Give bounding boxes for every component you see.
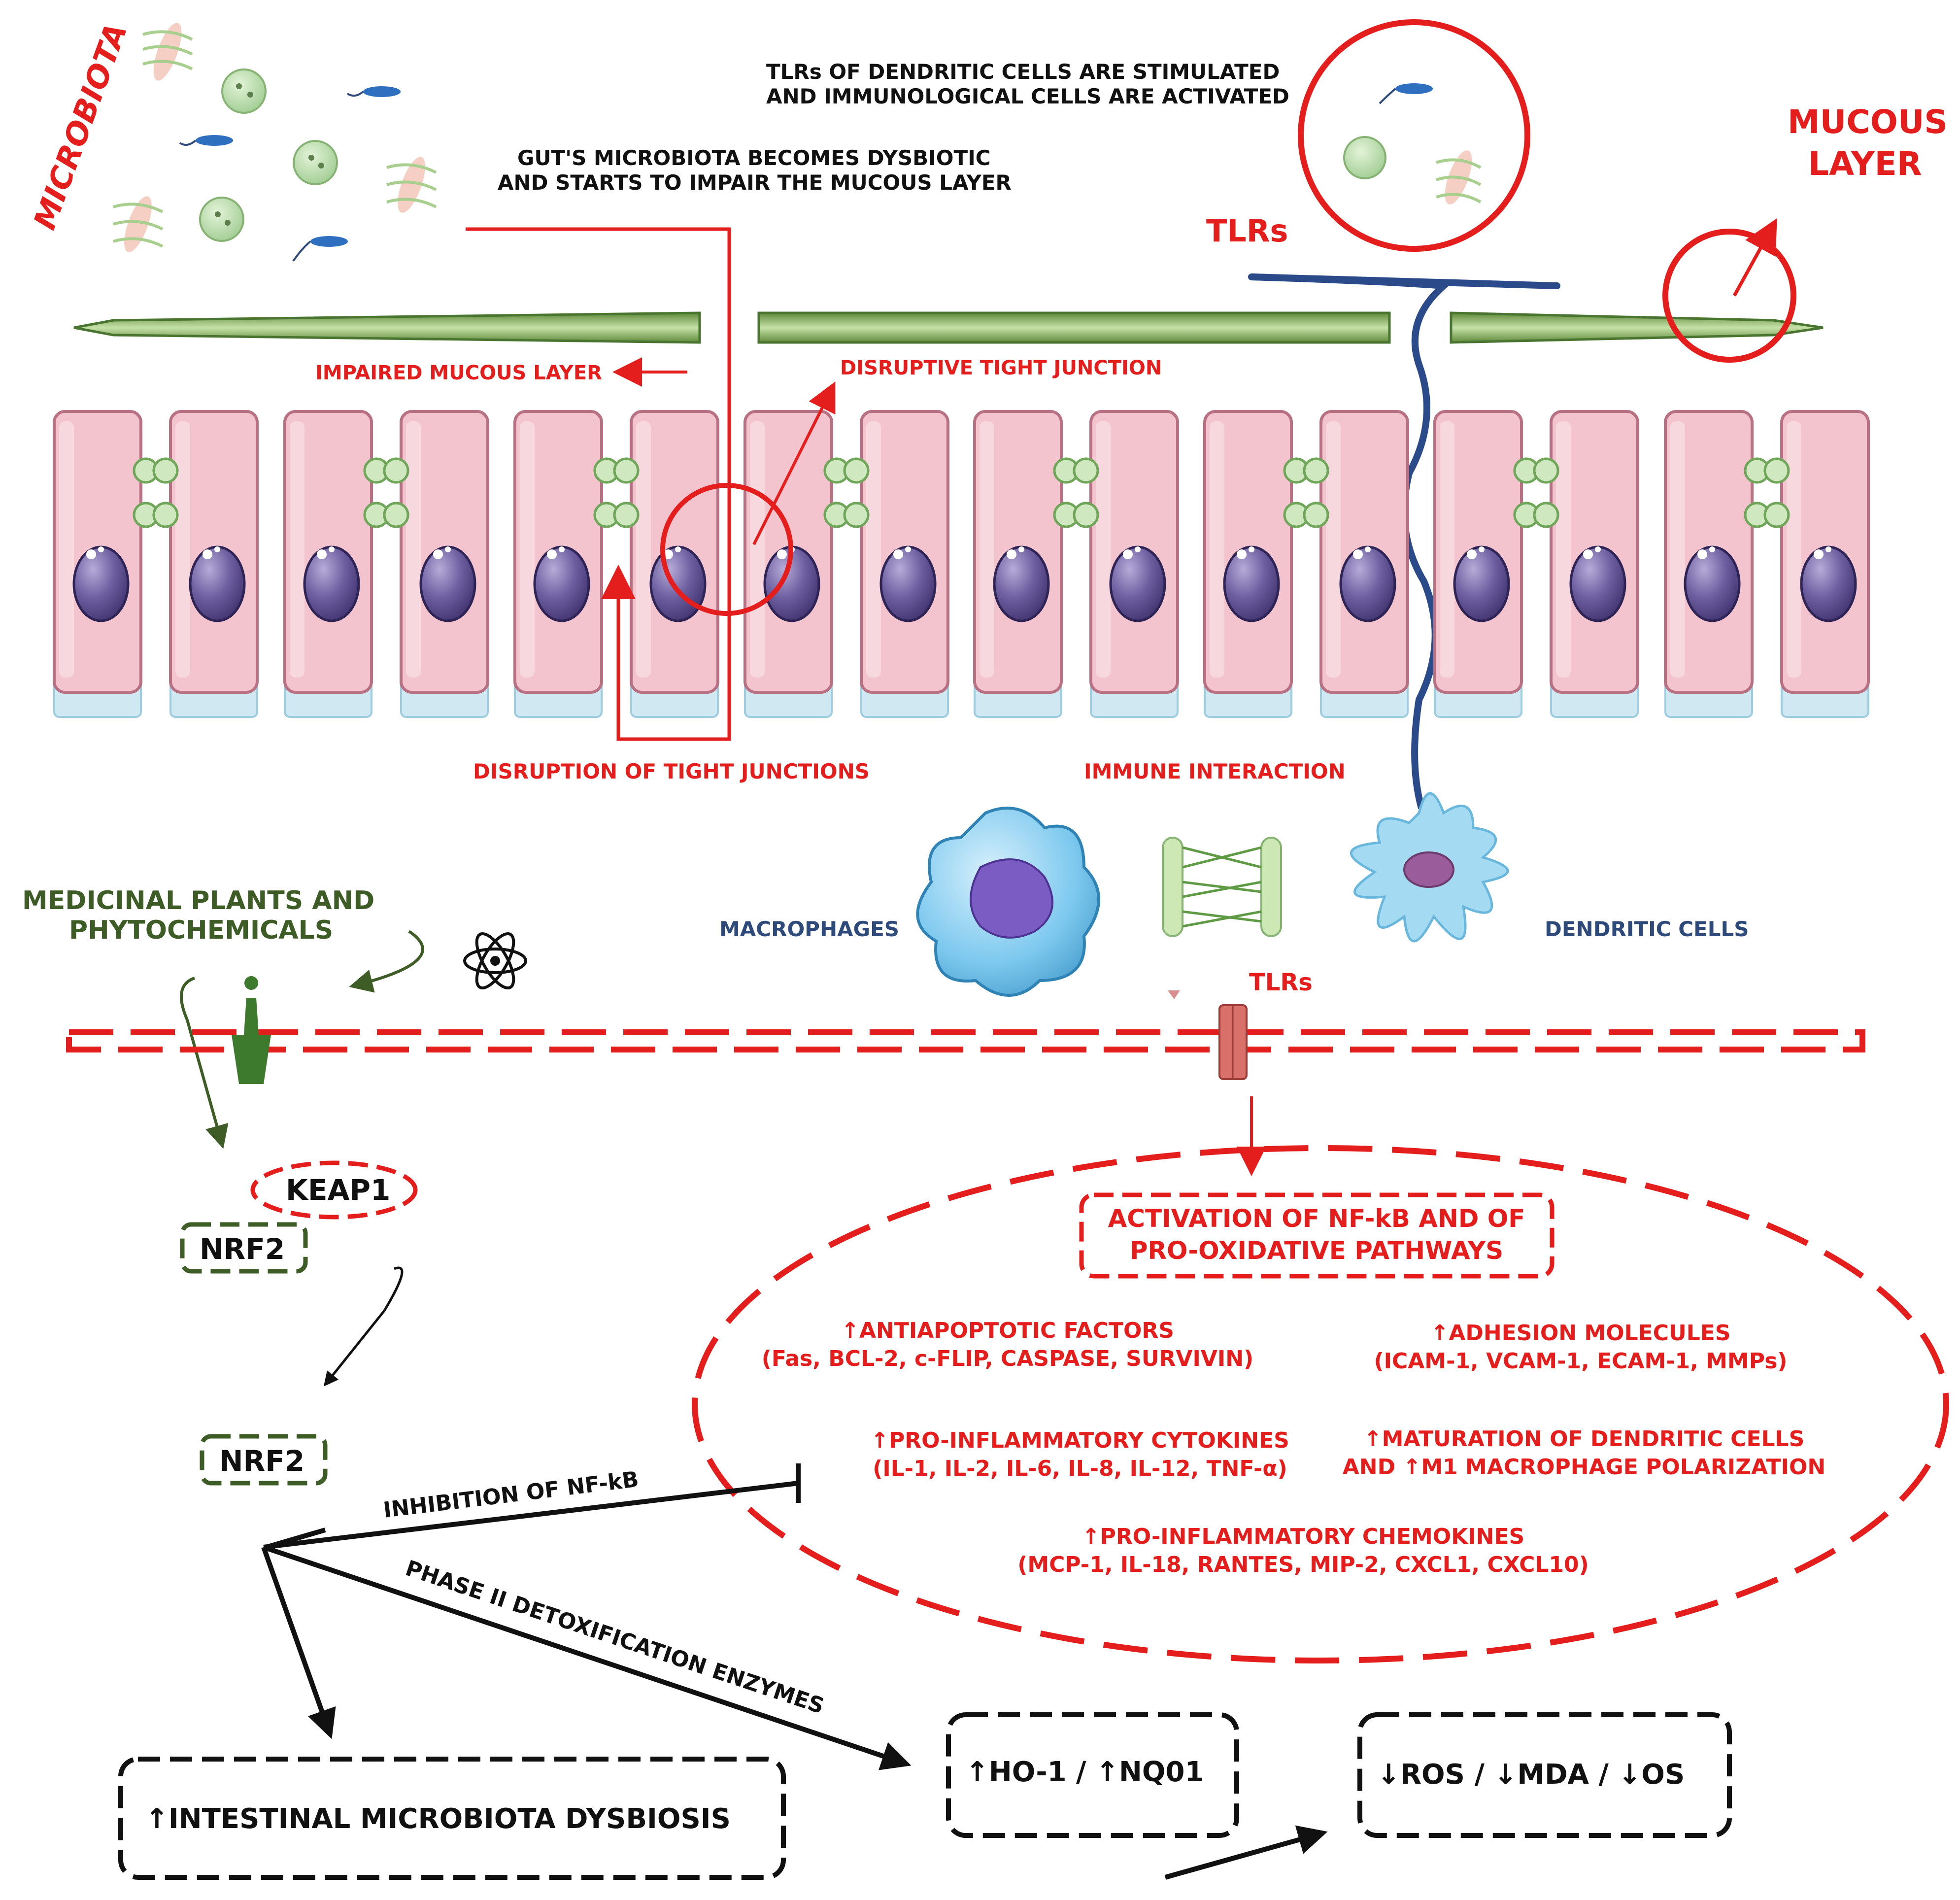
atom-icon: [463, 932, 527, 990]
epithelial-cell: [400, 410, 489, 718]
nrf2-effect-arrows: [261, 1463, 1328, 1880]
epithelial-cell: [1550, 410, 1639, 718]
nrf2-translocation-arrow: [323, 1266, 404, 1387]
antiapoptotic-line2: (Fas, BCL-2, c-FLIP, CASPASE, SURVIVIN): [762, 1346, 1253, 1371]
macrophages-label: MACROPHAGES: [719, 917, 899, 941]
epithelial-cell: [860, 410, 949, 718]
mucous-zoom-circle: [1662, 218, 1796, 363]
macrophage-icon: [916, 807, 1100, 997]
phase2-label: PHASE II DETOXIFICATION ENZYMES: [403, 1556, 828, 1719]
microbiota-group: MICROBIOTA: [26, 18, 437, 262]
cytokines-line1: ↑PRO-INFLAMMATORY CYTOKINES: [871, 1428, 1289, 1453]
antiapoptotic-line1: ↑ANTIAPOPTOTIC FACTORS: [841, 1318, 1174, 1343]
dendritic-cell-icon: [1350, 792, 1509, 943]
tight-junction-icon: [593, 457, 640, 528]
microbiota-label: MICROBIOTA: [26, 18, 134, 234]
keap1-box: KEAP1: [250, 1160, 418, 1220]
plants-label-line1: MEDICINAL PLANTS AND: [22, 886, 374, 916]
epithelium: [53, 410, 1870, 718]
ho1-box: ↑HO-1 / ↑NQ01: [946, 1712, 1239, 1838]
immune-synapse-icon: [1162, 837, 1282, 937]
disruption-tj-label: DISRUPTION OF TIGHT JUNCTIONS: [473, 759, 870, 783]
epithelial-cell: [1664, 410, 1754, 718]
epithelial-cell: [973, 410, 1063, 718]
disruption-bracket: [466, 227, 731, 741]
ros-label: ↓ROS / ↓MDA / ↓OS: [1377, 1759, 1685, 1791]
chemokines-line1: ↑PRO-INFLAMMATORY CHEMOKINES: [1082, 1524, 1525, 1549]
dysbiotic-line1: GUT'S MICROBIOTA BECOMES DYSBIOTIC: [517, 146, 991, 170]
inhibition-label: INHIBITION OF NF-kB: [382, 1467, 640, 1523]
chemokines-line2: (MCP-1, IL-18, RANTES, MIP-2, CXCL1, CXC…: [1017, 1552, 1589, 1577]
activation-line2: PRO-OXIDATIVE PATHWAYS: [1130, 1236, 1503, 1265]
tlrs-mid-label: TLRs: [1249, 969, 1313, 996]
nrf2-top-label: NRF2: [200, 1232, 285, 1266]
microbiota-zoom-circle: [1298, 19, 1530, 252]
nrf2-mid-label: NRF2: [219, 1444, 304, 1478]
epithelial-cell: [630, 410, 719, 718]
tight-junction-icon: [1053, 457, 1099, 528]
impaired-mucous-label: IMPAIRED MUCOUS LAYER: [315, 362, 602, 384]
epithelial-cell: [1433, 410, 1523, 718]
disruptive-tj-label: DISRUPTIVE TIGHT JUNCTION: [840, 357, 1162, 379]
dysbiosis-box: ↑INTESTINAL MICROBIOTA DYSBIOSIS: [118, 1757, 786, 1880]
epithelial-cell: [1203, 410, 1293, 718]
dysbiosis-label: ↑INTESTINAL MICROBIOTA DYSBIOSIS: [145, 1803, 731, 1835]
maturation-line2: AND ↑M1 MACROPHAGE POLARIZATION: [1343, 1455, 1825, 1480]
tlr-receptor-icon: [1168, 990, 1248, 1080]
activation-region: ACTIVATION OF NF-kB AND OF PRO-OXIDATIVE…: [692, 1145, 1949, 1663]
epithelial-cell: [169, 410, 259, 718]
tight-junction-icon: [1744, 457, 1790, 528]
activation-line1: ACTIVATION OF NF-kB AND OF: [1108, 1204, 1525, 1233]
plants-arrow-to-receptor: [349, 930, 424, 993]
keap1-label: KEAP1: [286, 1173, 390, 1207]
dysbiotic-line2: AND STARTS TO IMPAIR THE MUCOUS LAYER: [498, 170, 1012, 195]
receptor-icon: [232, 976, 271, 1084]
tight-junction-icon: [363, 457, 409, 528]
immune-interaction-label: IMMUNE INTERACTION: [1084, 759, 1346, 783]
tight-junction-icon: [133, 457, 179, 528]
tlrs-stimulated-line2: AND IMMUNOLOGICAL CELLS ARE ACTIVATED: [766, 84, 1289, 108]
epithelial-cell: [53, 410, 142, 718]
mucous-label-line1: MUCOUS: [1788, 103, 1948, 141]
epithelial-cell: [513, 410, 603, 718]
adhesion-line1: ↑ADHESION MOLECULES: [1430, 1321, 1730, 1346]
plants-arrow-to-keap1: [180, 977, 229, 1149]
cell-membrane: [66, 1029, 1865, 1052]
maturation-line1: ↑MATURATION OF DENDRITIC CELLS: [1364, 1426, 1805, 1452]
tight-junction-icon: [1283, 457, 1329, 528]
nrf2-mid-box: NRF2: [200, 1434, 328, 1486]
nrf2-top-box: NRF2: [180, 1222, 308, 1274]
tlrs-stimulated-line1: TLRs OF DENDRITIC CELLS ARE STIMULATED: [766, 60, 1280, 84]
tight-junction-icon: [823, 457, 870, 528]
ros-box: ↓ROS / ↓MDA / ↓OS: [1357, 1712, 1732, 1838]
epithelial-cell: [1089, 410, 1179, 718]
dendritic-cells-label: DENDRITIC CELLS: [1545, 917, 1749, 941]
epithelial-cell: [1319, 410, 1409, 718]
tight-junction-icon: [1513, 457, 1559, 528]
tight-junction-highlight: [660, 381, 836, 616]
adhesion-line2: (ICAM-1, VCAM-1, ECAM-1, MMPs): [1374, 1349, 1787, 1374]
tlrs-top-label: TLRs: [1206, 213, 1288, 249]
mucous-label-line2: LAYER: [1808, 145, 1922, 183]
mucous-layer: [73, 311, 1824, 344]
bacteria-icon: [113, 23, 437, 262]
epithelial-cell: [1780, 410, 1870, 718]
epithelial-cell: [283, 410, 373, 718]
tlr-dendrite: [1248, 273, 1560, 809]
ho1-label: ↑HO-1 / ↑NQ01: [966, 1756, 1204, 1788]
plants-label-line2: PHYTOCHEMICALS: [69, 916, 333, 945]
cytokines-line2: (IL-1, IL-2, IL-6, IL-8, IL-12, TNF-α): [873, 1456, 1287, 1481]
